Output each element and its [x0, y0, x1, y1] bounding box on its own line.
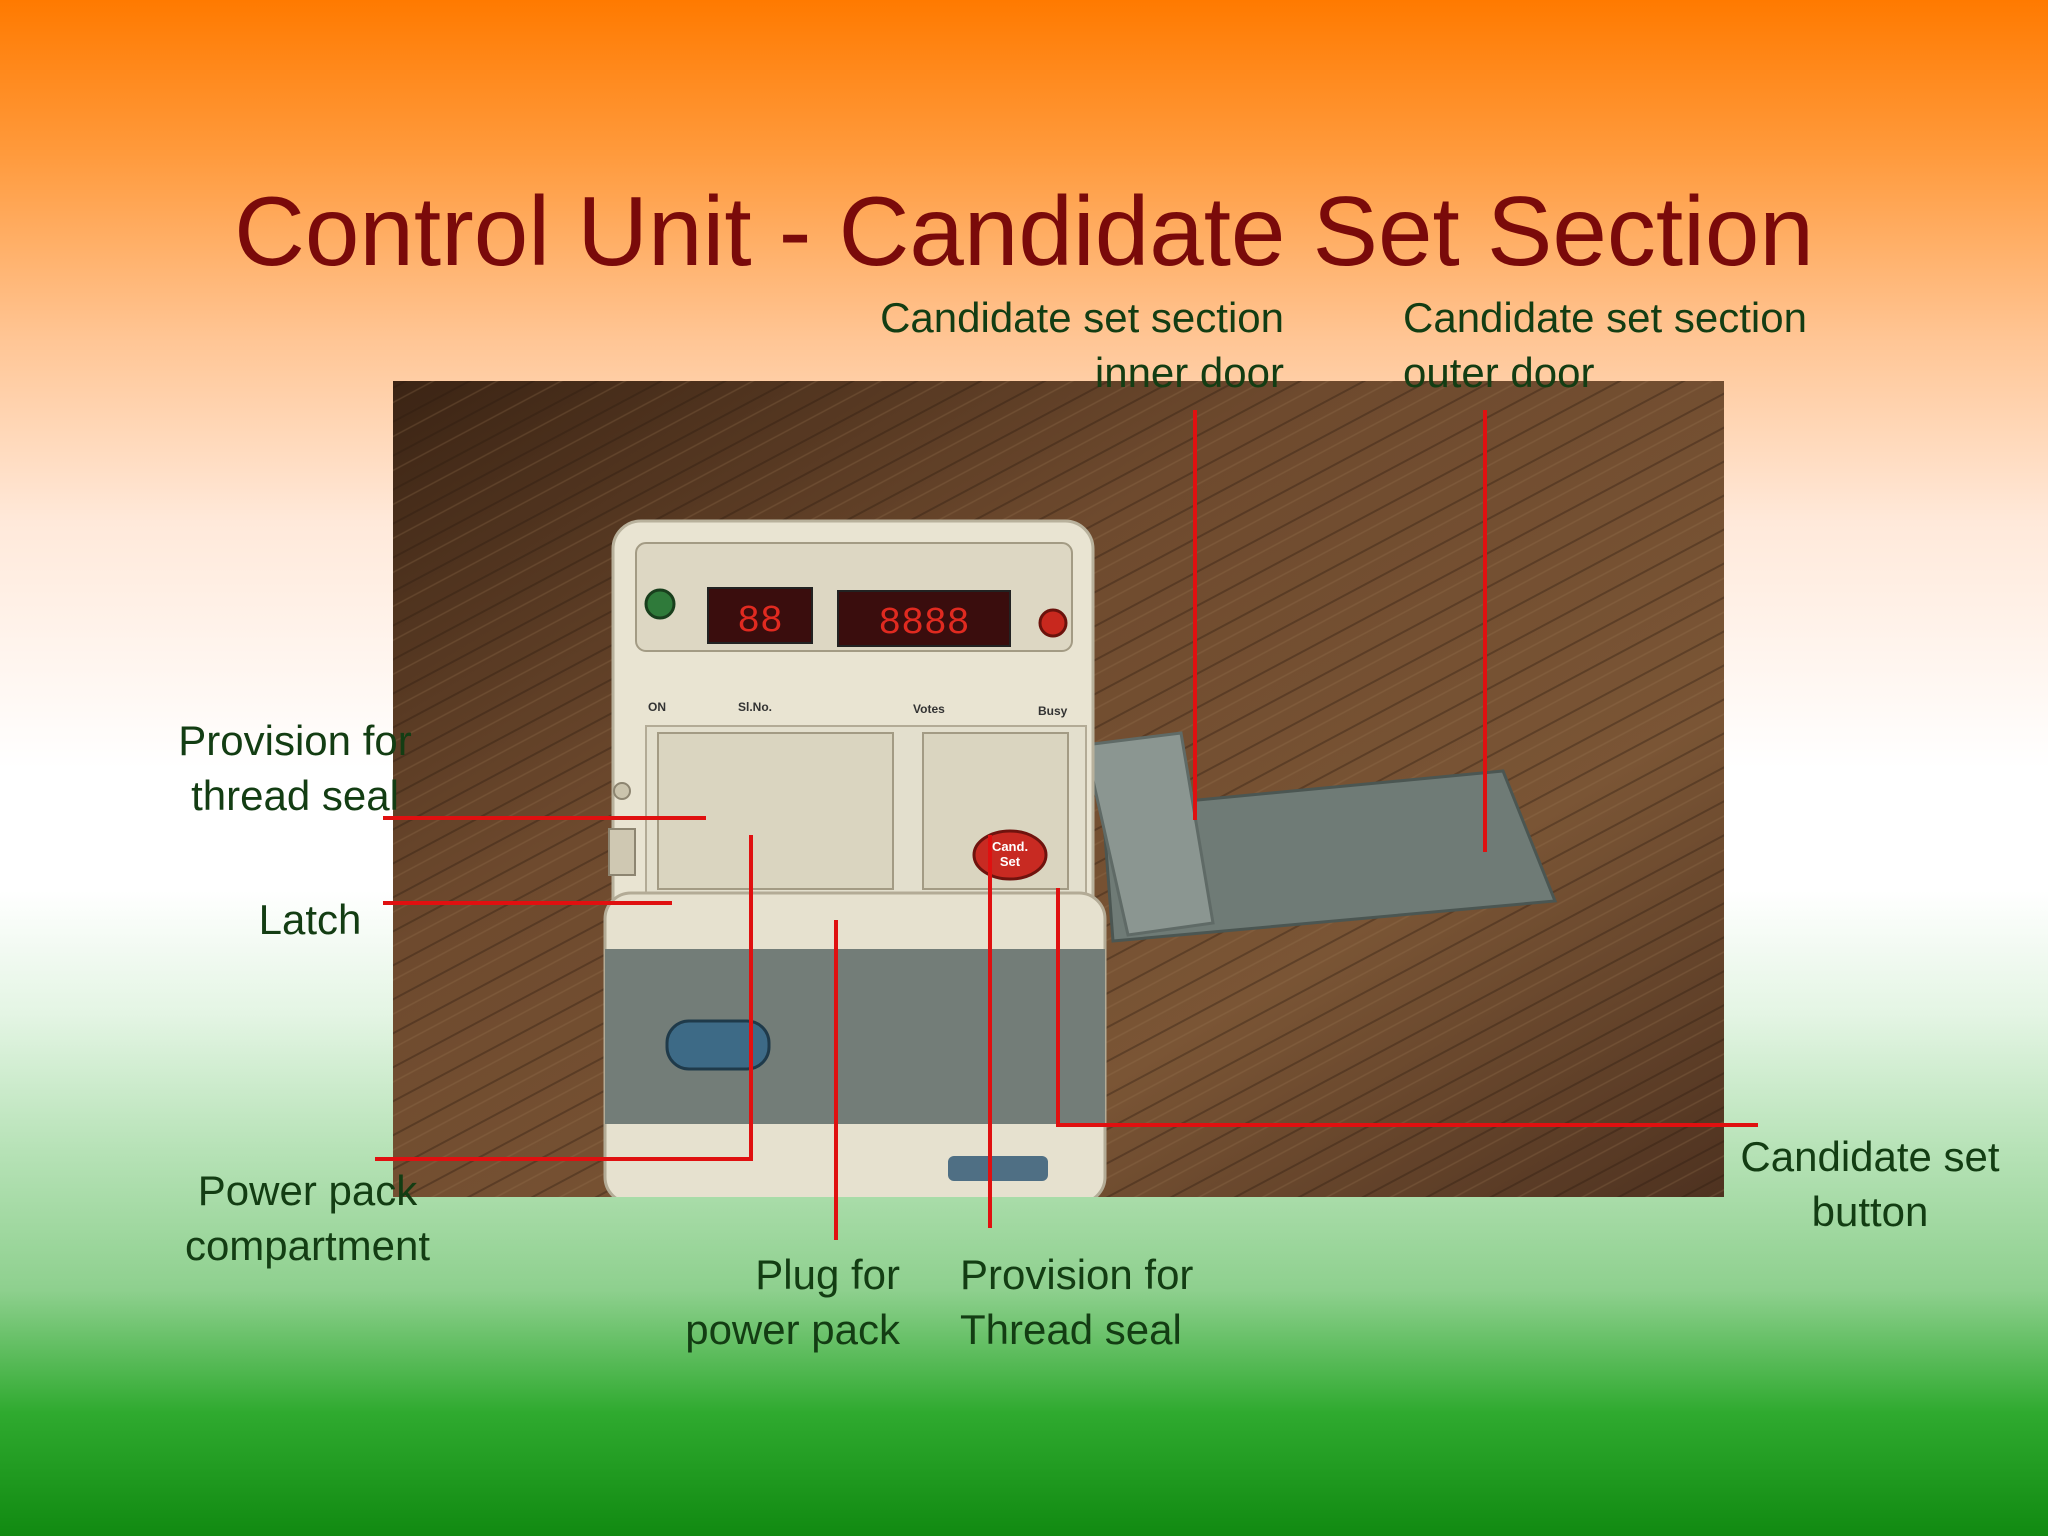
slide-title: Control Unit - Candidate Set Section	[234, 176, 1814, 286]
label-inner-door: Candidate set section inner door	[760, 290, 1284, 400]
panel-label-on: ON	[648, 700, 666, 714]
label-latch-line1: Latch	[258, 896, 362, 943]
cand-set-button[interactable]: Cand. Set	[972, 829, 1048, 881]
panel-label-slno: Sl.No.	[738, 700, 772, 714]
label-thread-seal-left-line1: Provision for	[178, 717, 412, 764]
display-large-readout: 8888	[878, 602, 969, 645]
display-large-text: 8888	[878, 602, 969, 645]
label-power-pack-compartment: Power pack compartment	[150, 1163, 465, 1273]
label-plug-line1: Plug for	[755, 1251, 900, 1298]
label-thread-seal-bottom-line1: Provision for	[960, 1251, 1194, 1298]
panel-label-busy: Busy	[1038, 704, 1068, 718]
label-inner-door-line2: inner door	[1094, 349, 1284, 396]
label-inner-door-line1: Candidate set section	[880, 294, 1284, 341]
label-thread-seal-left-line2: thread seal	[191, 772, 399, 819]
label-plug: Plug for power pack	[620, 1247, 900, 1357]
label-thread-seal-bottom: Provision for Thread seal	[960, 1247, 1260, 1357]
cand-set-button-line2: Set	[1000, 854, 1021, 869]
label-power-pack-line1: Power pack	[197, 1167, 418, 1214]
label-outer-door: Candidate set section outer door	[1403, 290, 1923, 400]
label-latch: Latch	[220, 892, 400, 947]
cand-set-button-line1: Cand.	[992, 839, 1028, 854]
label-cand-set-button: Candidate set button	[1700, 1129, 2040, 1239]
label-outer-door-line1: Candidate set section	[1403, 294, 1807, 341]
label-plug-line2: power pack	[685, 1306, 900, 1353]
label-thread-seal-bottom-line2: Thread seal	[960, 1306, 1182, 1353]
display-small-text: 88	[737, 600, 783, 643]
panel-label-votes: Votes	[913, 702, 945, 716]
label-outer-door-line2: outer door	[1403, 349, 1595, 396]
display-small-readout: 88	[737, 600, 783, 643]
label-cand-set-button-line1: Candidate set	[1740, 1133, 2000, 1180]
label-thread-seal-left: Provision for thread seal	[150, 713, 440, 823]
label-cand-set-button-line2: button	[1811, 1188, 1929, 1235]
label-power-pack-line2: compartment	[184, 1222, 431, 1269]
control-unit-photo: 88 8888 ON Sl.No. Votes Busy Cand. Set	[393, 381, 1724, 1197]
